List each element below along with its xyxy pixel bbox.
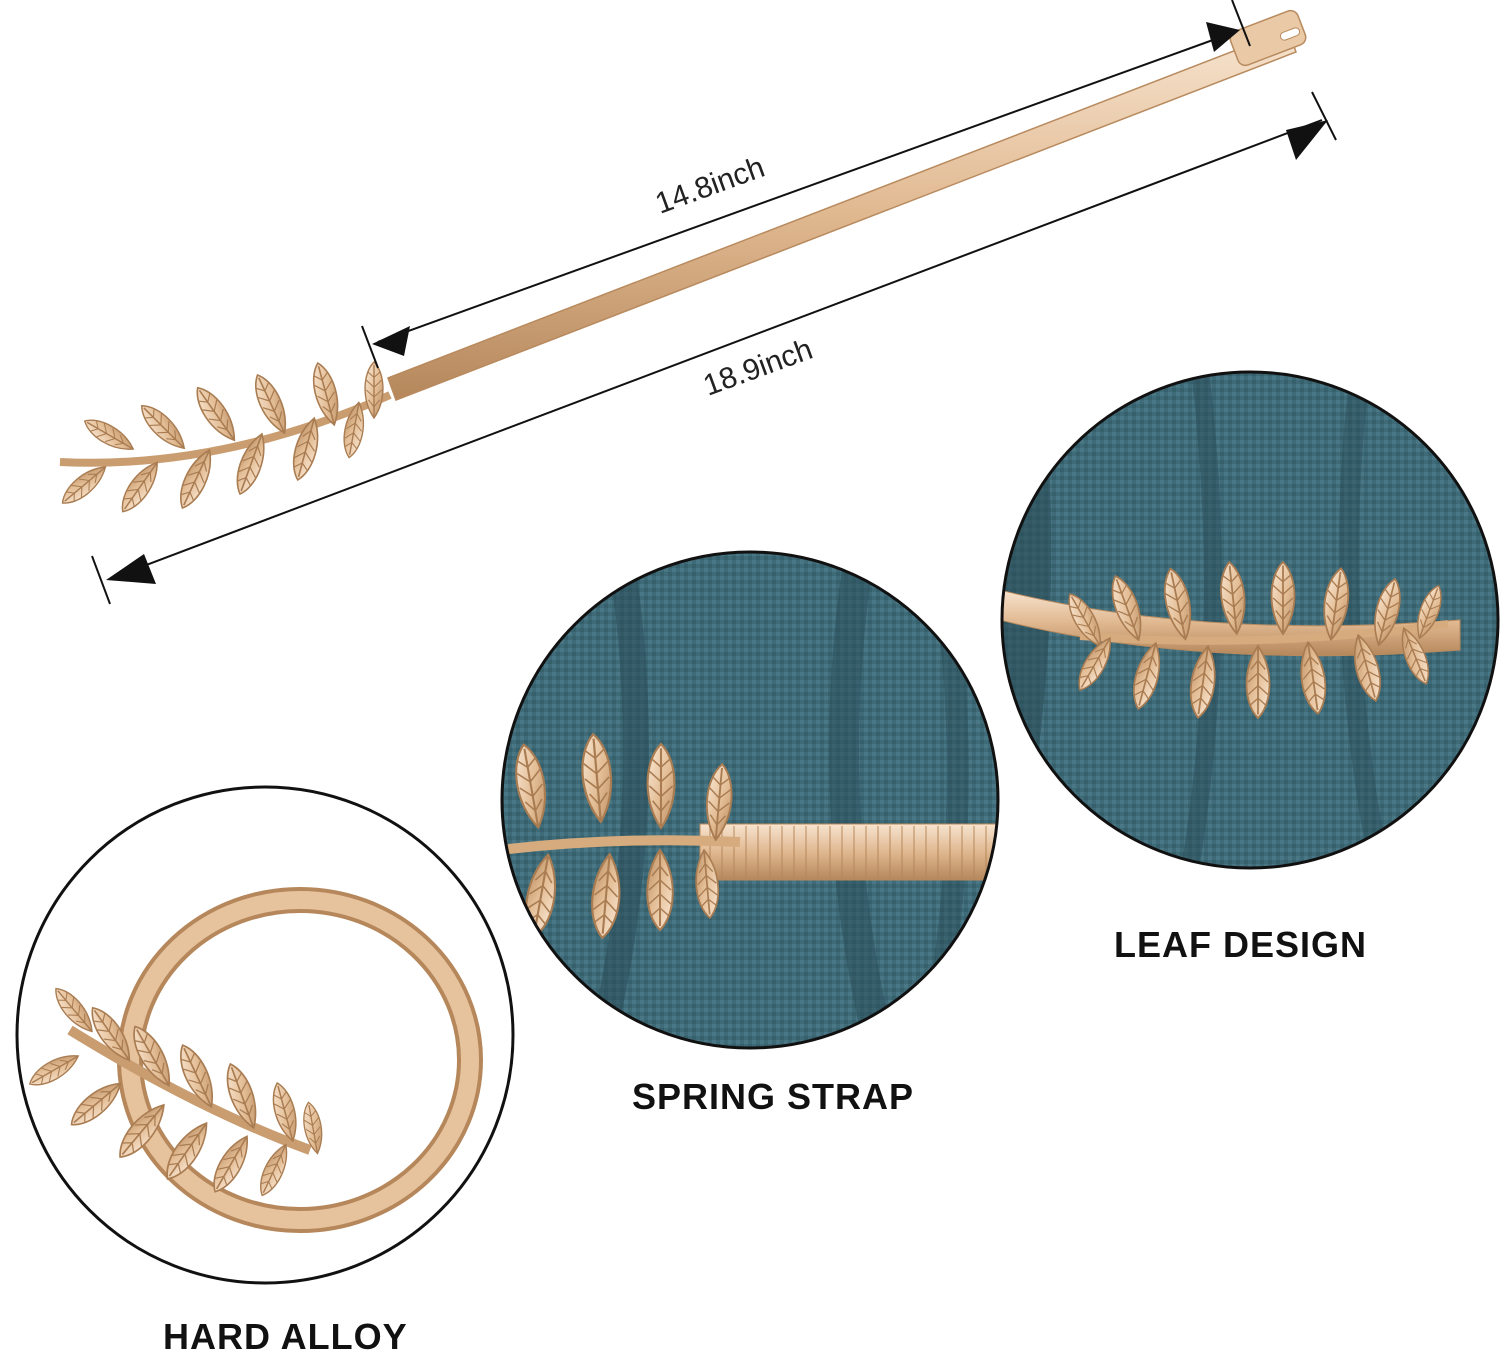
strap-length-label: 14.8inch [651,151,769,221]
leaf-branch-icon [56,359,392,518]
caption-leaf-design: LEAF DESIGN [1114,924,1368,965]
caption-hard-alloy: HARD ALLOY [163,1316,408,1357]
detail-circle-leaf-design [1000,370,1500,870]
detail-circle-hard-alloy [15,785,515,1285]
caption-spring-strap: SPRING STRAP [632,1076,915,1117]
dimension-strap: 14.8inch [361,0,1251,369]
total-length-label: 18.9inch [699,333,817,403]
detail-circle-spring-strap [500,550,1000,1050]
